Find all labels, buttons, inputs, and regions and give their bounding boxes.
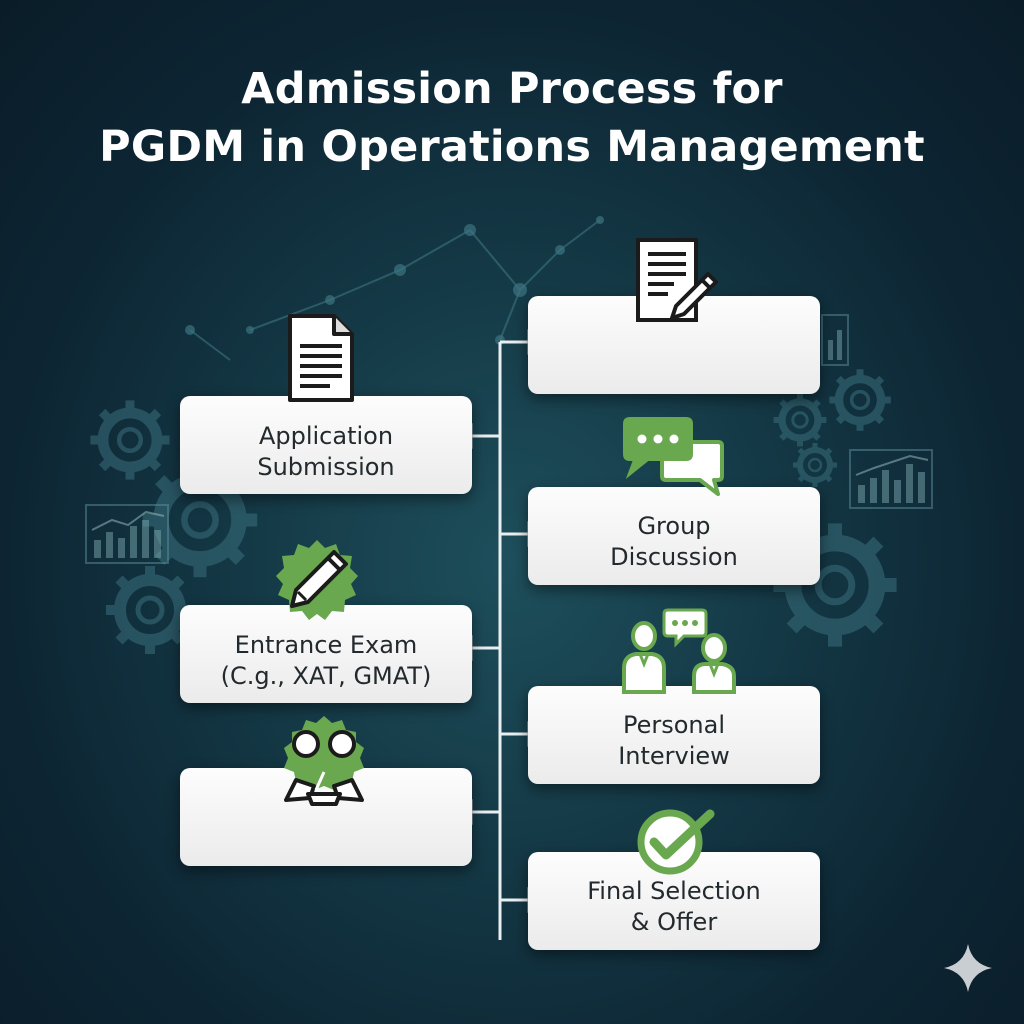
mini-chart-right (821, 314, 933, 509)
step-label (310, 810, 342, 824)
step-label (658, 339, 690, 351)
interview-people-icon (622, 608, 736, 694)
step-card-entrance-exam: Entrance Exam (C.g., XAT, GMAT) (180, 605, 472, 703)
mini-chart-left (85, 504, 169, 564)
step-card-group-discussion: Group Discussion (528, 487, 820, 585)
step-label: Application Submission (257, 422, 395, 481)
title-line-2: PGDM in Operations Management (99, 122, 925, 172)
checkmark-badge-icon (637, 809, 715, 875)
step-label: Final Selection & Offer (587, 877, 761, 936)
step-card-personal-interview: Personal Interview (528, 686, 820, 784)
step-label: Personal Interview (618, 711, 730, 770)
students-discussion-icon (284, 716, 364, 806)
pencil-badge-icon (276, 540, 358, 620)
title-line-1: Admission Process for (241, 64, 783, 114)
document-icon (288, 314, 354, 402)
step-label: Group Discussion (610, 512, 738, 571)
network-nodes (185, 216, 604, 345)
step-label: Entrance Exam (C.g., XAT, GMAT) (220, 631, 432, 690)
page-title: Admission Process for PGDM in Operations… (0, 60, 1024, 176)
form-edit-icon (636, 238, 718, 322)
chat-bubbles-icon (623, 417, 724, 496)
sparkle-icon (944, 944, 992, 992)
step-card-application-submission: Application Submission (180, 396, 472, 494)
